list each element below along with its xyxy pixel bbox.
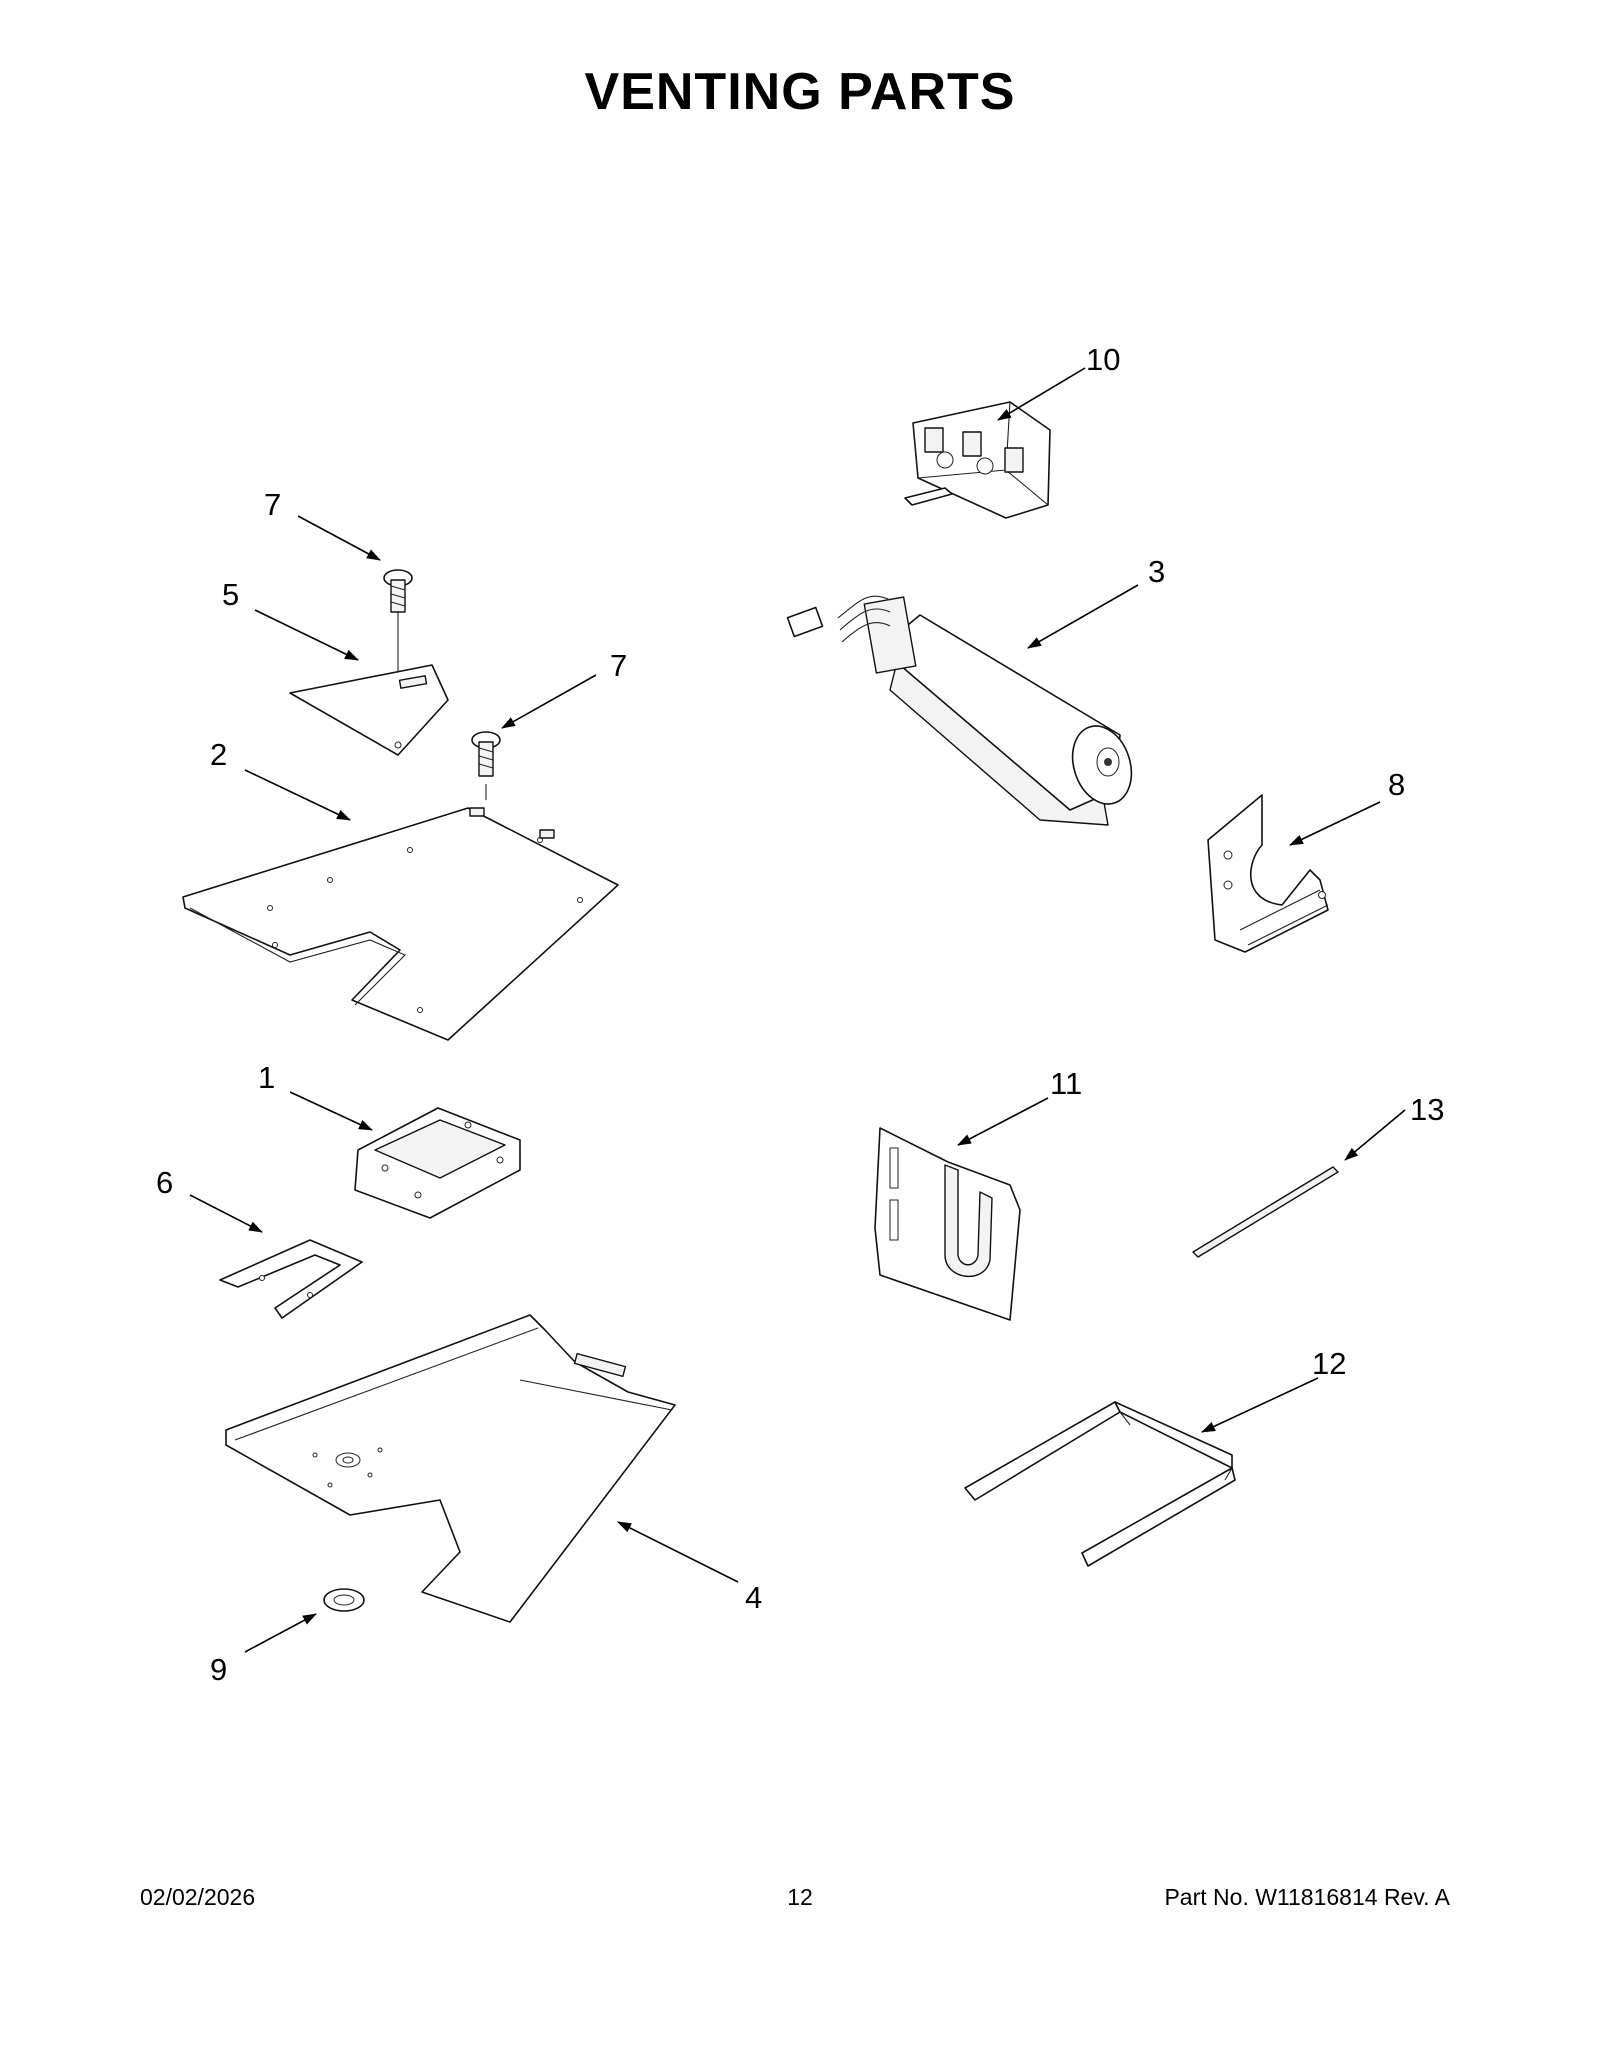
part-4-base-plate [225, 1314, 676, 1623]
part-10-terminal-block [904, 401, 1051, 519]
callout-labels: 10 3 7 5 7 2 8 1 6 11 13 12 4 9 [156, 342, 1444, 1687]
part-11-slotted-plate [874, 1127, 1021, 1321]
part-7-screw-upper [383, 569, 413, 745]
callout-10: 10 [1086, 342, 1120, 377]
part-9-grommet [323, 1588, 365, 1612]
callout-6: 6 [156, 1165, 173, 1200]
part-6-gasket [219, 1239, 363, 1319]
part-2-heat-shield [182, 807, 619, 1041]
page-title: VENTING PARTS [584, 63, 1016, 121]
callout-8: 8 [1388, 767, 1405, 802]
part-13-strip [1192, 1166, 1339, 1258]
leader-arrows [189, 367, 1406, 1653]
part-12-frame [964, 1401, 1236, 1567]
part-5-plate [289, 664, 449, 756]
callout-13: 13 [1410, 1092, 1444, 1127]
part-8-bracket [1207, 794, 1329, 953]
part-1-bracket-tray [354, 1107, 521, 1219]
footer-part-number: Part No. W11816814 Rev. A [1164, 1884, 1450, 1910]
callout-1: 1 [258, 1060, 275, 1095]
callout-2: 2 [210, 737, 227, 772]
callout-5: 5 [222, 577, 239, 612]
callout-12: 12 [1312, 1346, 1346, 1381]
callout-3: 3 [1148, 554, 1165, 589]
footer-date: 02/02/2026 [140, 1884, 256, 1910]
part-3-cross-flow-blower [786, 595, 1133, 826]
callout-9: 9 [210, 1652, 227, 1687]
callout-7-lower: 7 [610, 648, 627, 683]
callout-4: 4 [745, 1580, 762, 1615]
callout-11: 11 [1050, 1066, 1082, 1101]
callout-7-upper: 7 [264, 487, 281, 522]
footer-page-number: 12 [787, 1884, 813, 1910]
part-7-screw-lower [471, 731, 501, 800]
